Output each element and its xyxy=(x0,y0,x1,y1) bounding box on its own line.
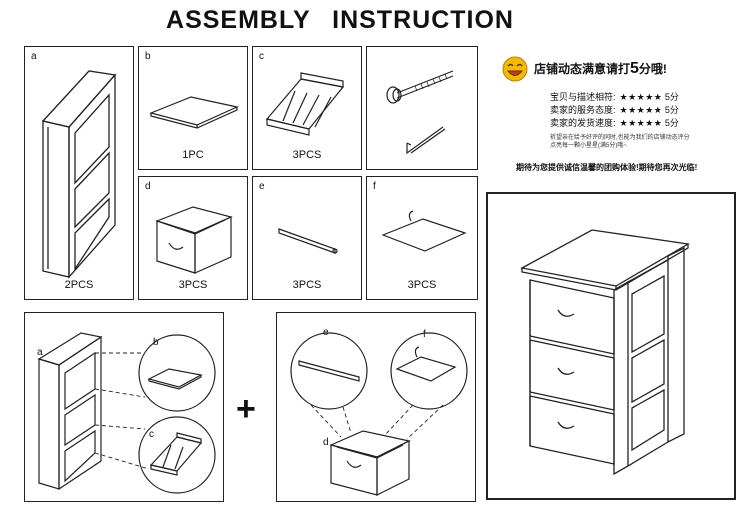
rating-label: 卖家的服务态度: xyxy=(550,105,616,115)
promo-headline: 店铺动态满意请打5分哦! xyxy=(534,60,667,78)
drawer-front-illustration xyxy=(381,210,467,252)
rating-score: 5分 xyxy=(664,92,679,102)
promo-header: 店铺动态满意请打5分哦! xyxy=(498,48,738,88)
rating-stars: ★★★★★ xyxy=(619,92,663,102)
step-drawer-label: d xyxy=(323,437,329,448)
part-letter: e xyxy=(259,181,265,192)
step-circle-label: b xyxy=(153,337,159,348)
rating-score: 5分 xyxy=(664,105,679,115)
rating-label: 宝贝与描述相符: xyxy=(550,92,616,102)
part-letter: c xyxy=(259,51,264,62)
part-letter: f xyxy=(373,181,376,192)
assembled-cabinet-illustration xyxy=(520,229,690,476)
part-panel-d: d 3PCS xyxy=(138,176,248,300)
step-2-illustration xyxy=(290,332,468,496)
assembly-step-2-panel: e f d xyxy=(276,312,476,502)
plus-sign: + xyxy=(236,390,256,428)
part-panel-c: c 3PCS xyxy=(252,46,362,170)
part-panel-b: b 1PC xyxy=(138,46,248,170)
part-letter: a xyxy=(31,51,37,62)
side-frame-illustration xyxy=(41,70,117,279)
step-circle-label: c xyxy=(149,429,154,440)
assembled-cabinet-panel xyxy=(486,192,736,500)
headline-suffix: 分哦! xyxy=(638,62,667,76)
rating-stars: ★★★★★ xyxy=(619,118,663,128)
drawer-box-illustration xyxy=(155,206,233,274)
rating-label: 卖家的发货速度: xyxy=(550,118,616,128)
part-panel-e: e 3PCS xyxy=(252,176,362,300)
part-quantity: 3PCS xyxy=(292,279,322,291)
assembly-step-1-panel: a b c xyxy=(24,312,224,502)
hardware-illustration xyxy=(386,70,454,155)
headline-prefix: 店铺动态满意请打 xyxy=(534,62,631,76)
rod-illustration xyxy=(278,228,338,254)
promo-closing: 期待为您提供诚信温馨的团购体验!期待您再次光临! xyxy=(516,163,698,172)
part-letter: d xyxy=(145,181,151,192)
rating-row: 宝贝与描述相符:★★★★★ 5分 xyxy=(550,90,679,103)
rating-row: 卖家的发货速度:★★★★★ 5分 xyxy=(550,116,679,129)
part-quantity: 1PC xyxy=(182,149,204,161)
part-quantity: 3PCS xyxy=(292,149,322,161)
rating-score: 5分 xyxy=(664,118,679,128)
part-letter: b xyxy=(145,51,151,62)
part-quantity: 3PCS xyxy=(178,279,208,291)
part-quantity: 2PCS xyxy=(64,279,94,291)
rating-row: 卖家的服务态度:★★★★★ 5分 xyxy=(550,103,679,116)
step-1-illustration xyxy=(37,332,216,494)
step-circle-label: f xyxy=(423,329,426,340)
part-panel-a: a 2PCS xyxy=(24,46,134,300)
smiley-icon xyxy=(502,56,528,82)
part-quantity: 3PCS xyxy=(407,279,437,291)
rating-stars: ★★★★★ xyxy=(619,105,663,115)
part-panel-f: f 3PCS xyxy=(366,176,478,300)
step-circle-label: e xyxy=(323,327,329,338)
drawer-rail-illustration xyxy=(265,72,345,136)
promo-note-line: 点亮每一颗小星星(满5分)哦~ xyxy=(550,143,627,149)
headline-number: 5 xyxy=(630,60,639,77)
promo-note-line: 祈望亲在给予好评的同时,也能为我们的店铺动态评分 xyxy=(550,135,690,141)
page-title: ASSEMBLY INSTRUCTION xyxy=(166,6,514,34)
step-frame-label: a xyxy=(37,347,43,358)
top-board-illustration xyxy=(149,96,239,129)
hardware-panel xyxy=(366,46,478,170)
